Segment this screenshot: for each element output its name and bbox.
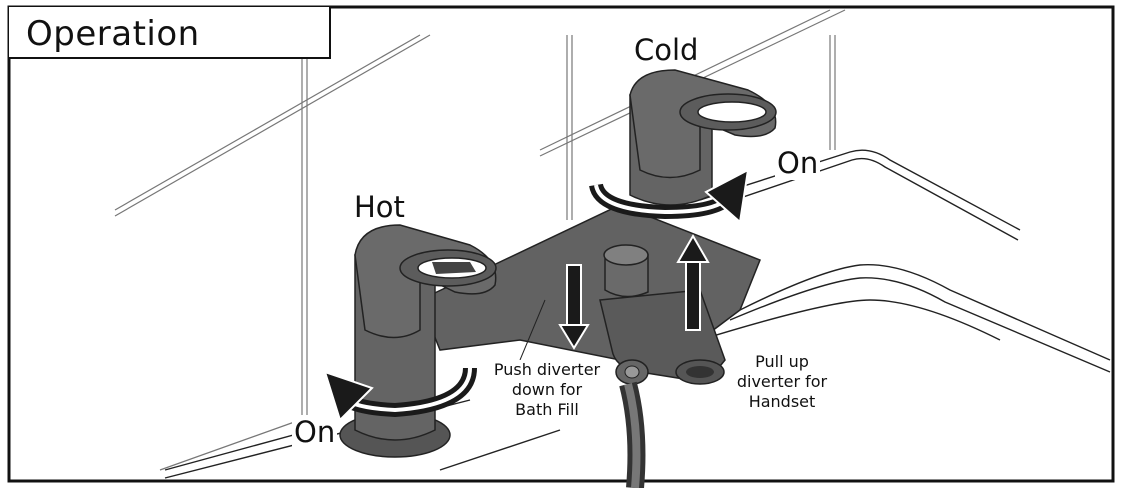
hot-label: Hot [354, 190, 405, 224]
pull-line-2: diverter for [736, 372, 828, 391]
diagram-frame [7, 5, 1115, 483]
pull-diverter-note: Pull up diverter for Handset [726, 352, 838, 412]
cold-tap [629, 69, 777, 206]
cold-rotate-arrow-icon [589, 168, 750, 224]
hot-tap [339, 224, 497, 458]
page-title: Operation [26, 14, 200, 54]
pull-up-arrow-icon [676, 233, 710, 331]
cold-label: Cold [634, 33, 699, 67]
hot-rotate-arrow-icon [323, 367, 477, 422]
pull-line-3: Handset [748, 392, 816, 411]
push-line-1: Push diverter [493, 360, 601, 379]
push-line-3: Bath Fill [515, 400, 579, 419]
on-label-hot: On [292, 415, 338, 449]
push-line-2: down for [511, 380, 583, 399]
push-leader-line [519, 299, 546, 361]
push-down-arrow-icon [558, 264, 590, 350]
pull-line-1: Pull up [755, 352, 809, 371]
title-box [9, 7, 331, 59]
push-diverter-note: Push diverter down for Bath Fill [486, 360, 608, 420]
on-label-cold: On [775, 146, 821, 180]
